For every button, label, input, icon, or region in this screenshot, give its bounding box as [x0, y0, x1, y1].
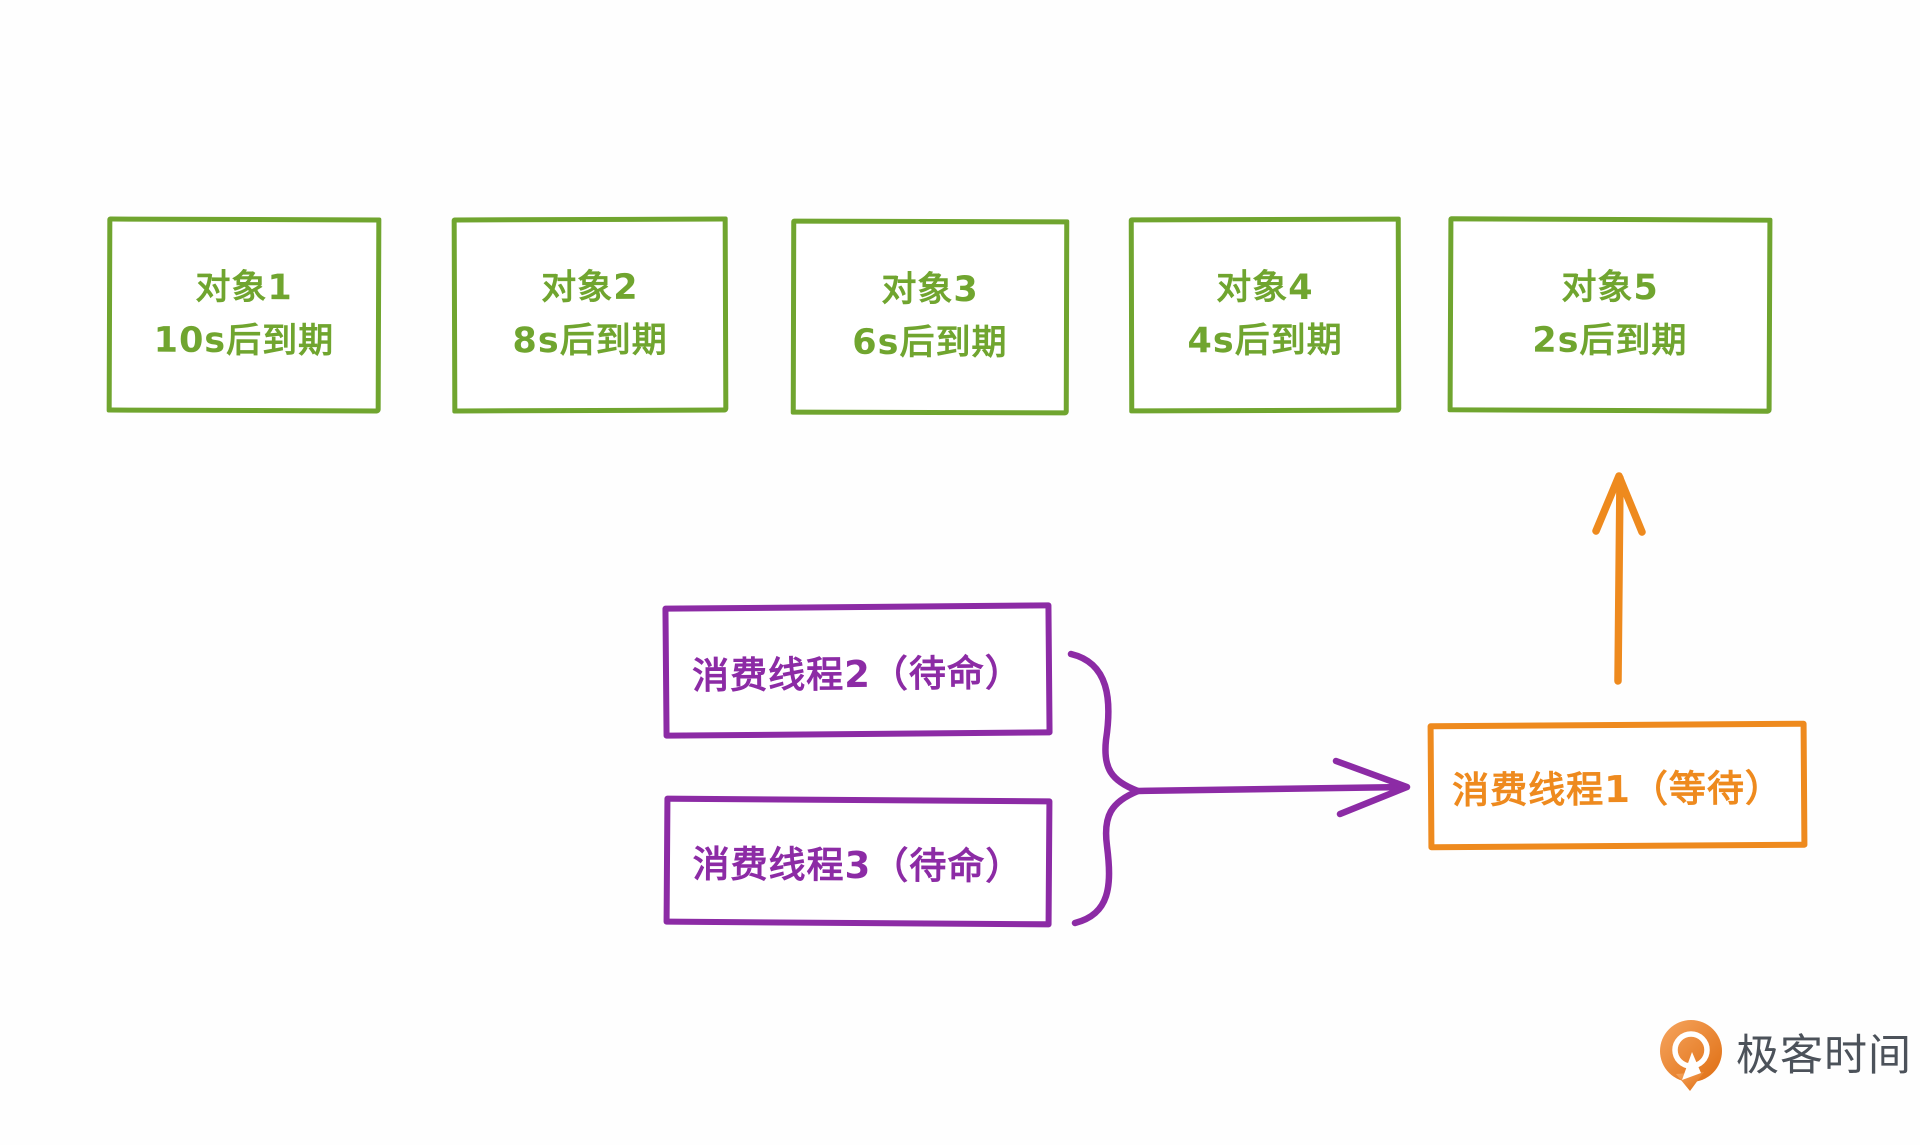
notify-arrow-head [1592, 472, 1646, 536]
notify-arrow-shaft [1614, 474, 1624, 685]
object-expiry: 10s后到期 [153, 320, 335, 362]
object-box-4: 对象4 4s后到期 [1128, 216, 1402, 414]
object-box-5: 对象5 2s后到期 [1447, 216, 1773, 414]
object-title: 对象5 [1561, 267, 1659, 309]
grouping-brace [1067, 650, 1147, 927]
geektime-logo-icon [1660, 1020, 1722, 1091]
brand-logo: 极客时间 [1658, 1018, 1912, 1094]
object-expiry: 8s后到期 [512, 320, 668, 362]
object-expiry: 4s后到期 [1187, 320, 1343, 362]
standby-thread-box-3: 消费线程3（待命） [663, 795, 1053, 928]
object-title: 对象3 [881, 269, 979, 311]
standby-thread-label: 消费线程3（待命） [692, 842, 1024, 888]
object-expiry: 2s后到期 [1532, 320, 1688, 362]
object-box-2: 对象2 8s后到期 [451, 216, 729, 414]
waiting-thread-label: 消费线程1（等待） [1452, 766, 1784, 812]
brand-logo-text: 极客时间 [1736, 1031, 1912, 1081]
object-box-1: 对象1 10s后到期 [106, 216, 382, 414]
object-title: 对象2 [541, 267, 639, 309]
standby-thread-label: 消费线程2（待命） [691, 651, 1024, 697]
object-expiry: 6s后到期 [852, 322, 1008, 364]
object-box-3: 对象3 6s后到期 [790, 218, 1070, 416]
merge-arrow-shaft [1134, 783, 1408, 795]
object-title: 对象1 [195, 267, 293, 309]
object-title: 对象4 [1216, 267, 1314, 309]
waiting-thread-box: 消费线程1（等待） [1427, 720, 1808, 851]
merge-arrow-head [1332, 757, 1411, 818]
standby-thread-box-2: 消费线程2（待命） [662, 602, 1053, 739]
